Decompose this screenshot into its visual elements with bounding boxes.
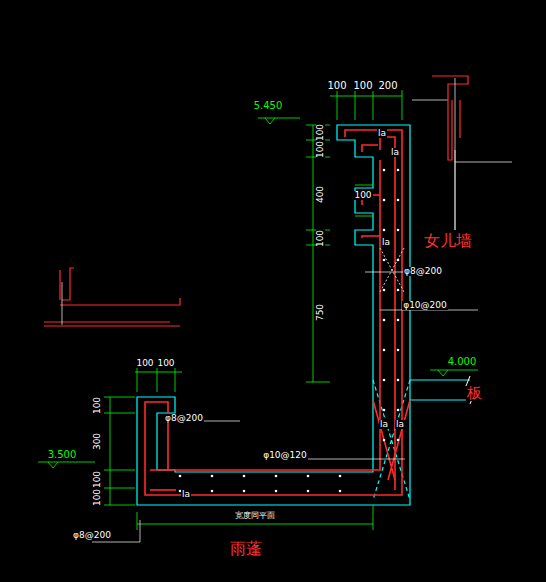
part-label: 女儿墙 [423,233,473,249]
dimension-text: φ10@120 [262,451,308,460]
part-label: 雨蓬 [229,541,263,557]
dimension-text: 100 [156,359,175,368]
dimension-text: 4.000 [447,357,478,367]
dimension-text: la [395,420,405,429]
dimension-text: 3.500 [47,450,78,460]
dimension-text: 100 [94,395,103,414]
dimension-text: φ10@200 [402,301,448,310]
dimension-text: 100 [352,81,373,91]
part-label: 板 [466,386,483,401]
dimension-text: φ8@200 [403,267,443,276]
dimension-text: 宽度同平面 [234,512,276,520]
dimension-text: 100 [317,139,326,158]
dimension-text: φ8@200 [164,414,204,423]
dimension-text: 100 [135,359,154,368]
dimension-text: la [381,238,391,247]
dimension-text: la [377,129,387,138]
dimension-text: 300 [94,431,103,450]
dimension-text: 100 [326,81,347,91]
dimension-text: la [181,490,191,499]
dimension-text: 100 [94,469,103,488]
dimension-text: 400 [317,184,326,203]
dimension-text: la [390,148,400,157]
dimension-text: 100 [94,487,103,506]
dimension-text: 5.450 [253,101,284,111]
dimension-text: 100 [317,228,326,247]
dimension-text: 100 [353,191,372,200]
dimension-text: la [379,420,389,429]
dimension-text: 750 [317,302,326,321]
dimension-text: φ8@200 [72,531,112,540]
dimension-text: 100 [317,122,326,141]
dimension-text: 200 [377,81,398,91]
